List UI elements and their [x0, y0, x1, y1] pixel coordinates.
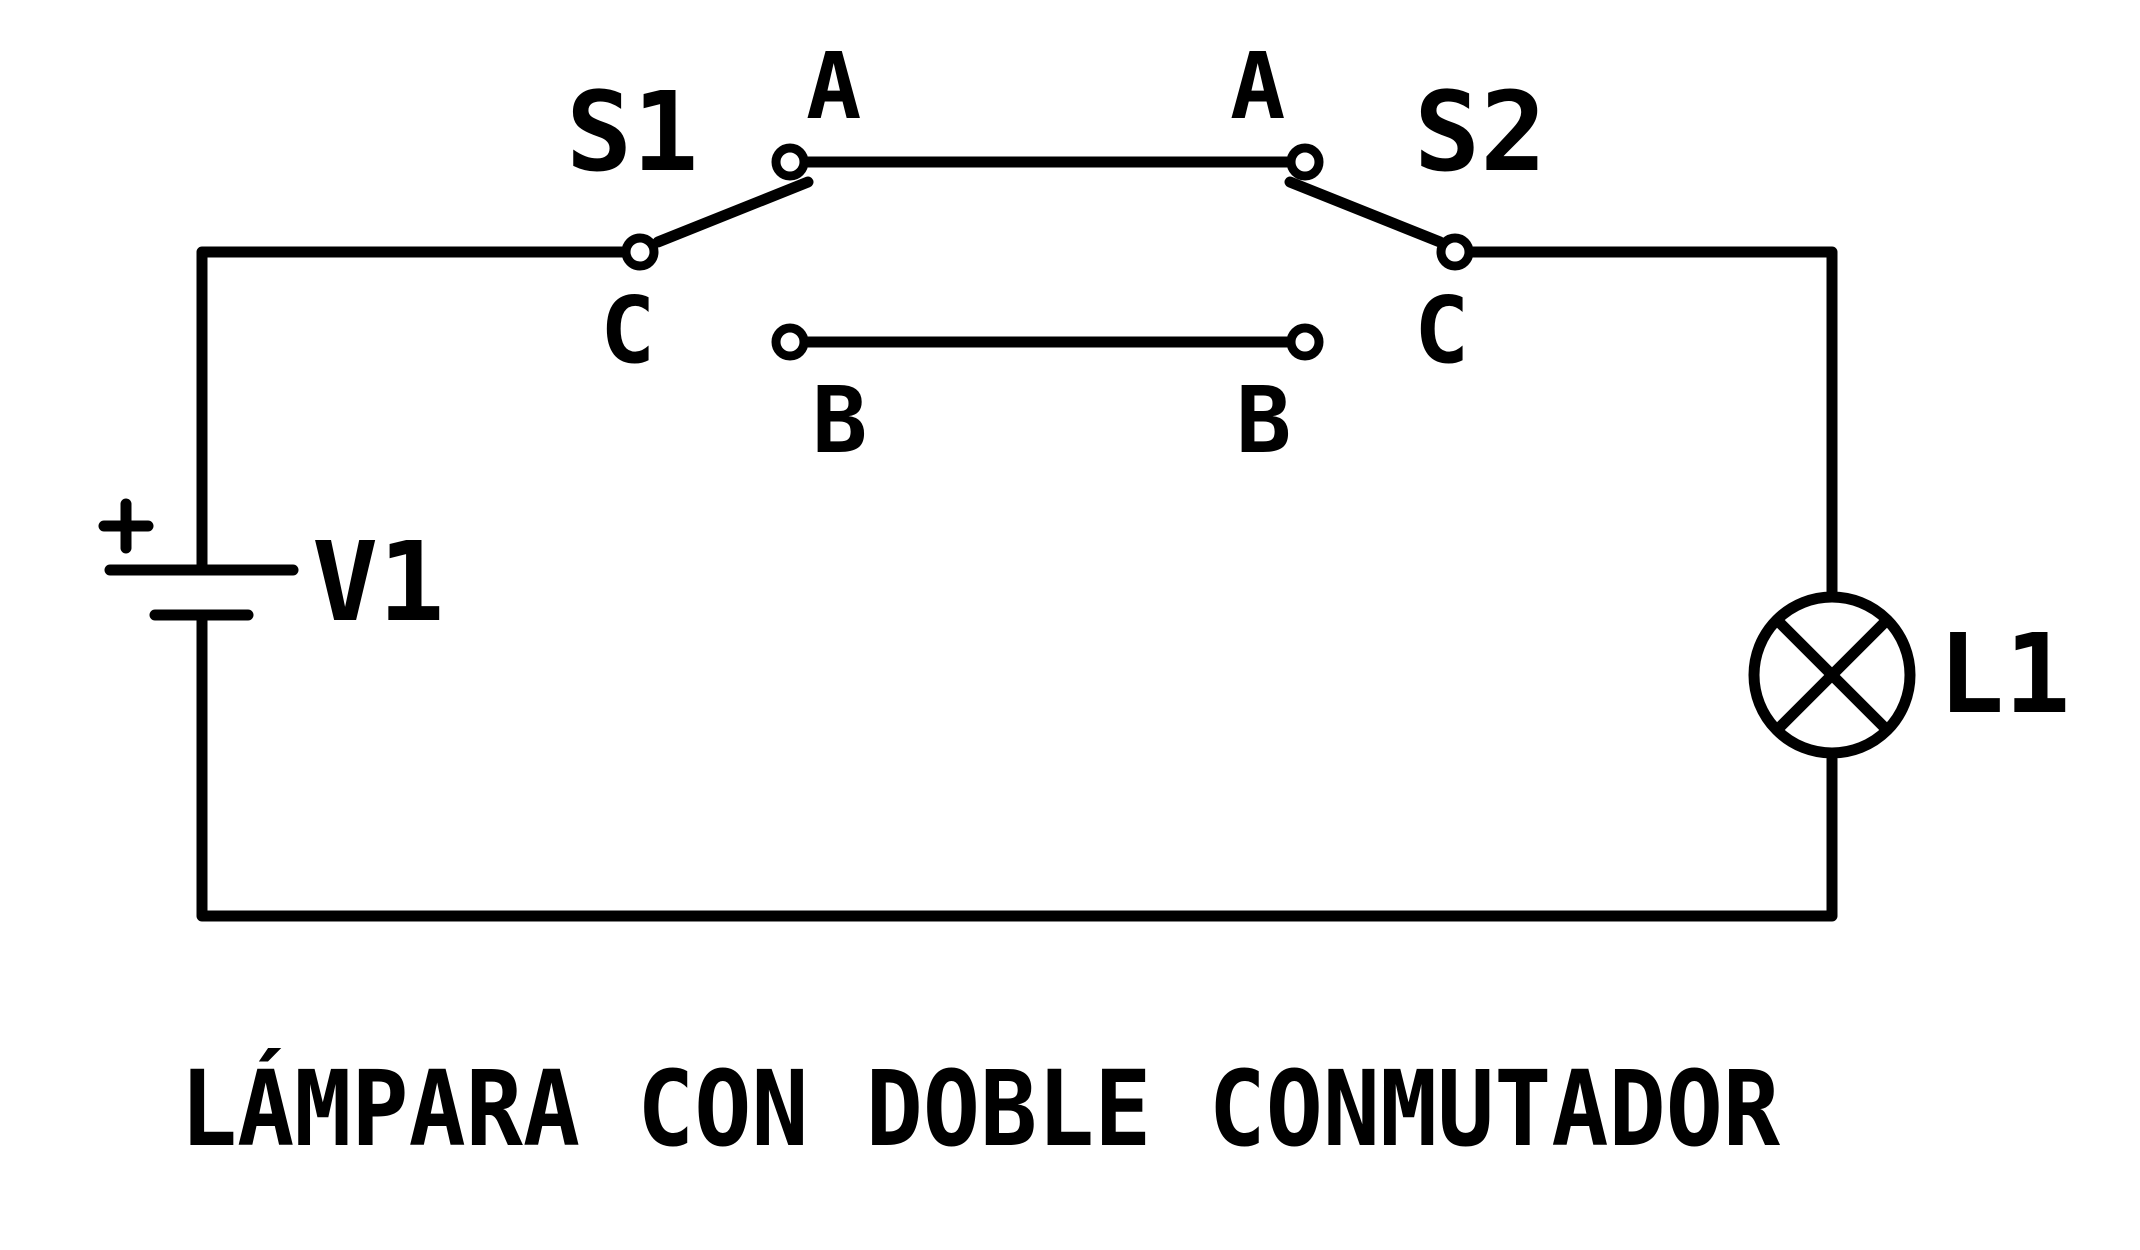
s1-blade	[652, 176, 814, 248]
lamp-body	[1748, 591, 1916, 759]
s1-ref-label: S1	[566, 68, 698, 196]
lamp-cross-line-2	[1772, 615, 1892, 735]
battery-ref-label: V1	[312, 518, 444, 646]
s2-ref-label: S2	[1414, 68, 1546, 196]
s2-pin-a-label: A	[1230, 33, 1285, 140]
wire-battery-to-s1	[196, 246, 628, 574]
s2-blade	[1284, 176, 1446, 248]
switch-s1: S1 A B C	[566, 33, 867, 474]
s1-terminal-b	[771, 323, 809, 361]
s1-pin-c-label: C	[600, 277, 655, 384]
wire-s2-to-lamp-top	[1462, 246, 1838, 599]
diagram-title: LÁMPARA CON DOBLE CONMUTADOR	[180, 1048, 1780, 1170]
lamp-l1: L1	[1748, 591, 2070, 759]
s1-terminal-c	[621, 233, 659, 271]
s1-pin-a-label: A	[806, 33, 861, 140]
circuit-wires	[196, 156, 1838, 922]
switch-s2: S2 A B C	[1230, 33, 1546, 474]
lamp-ref-label: L1	[1938, 610, 2070, 738]
s2-pin-b-label: B	[1236, 367, 1291, 474]
s1-pin-b-label: B	[812, 367, 867, 474]
battery-v1: V1	[98, 498, 444, 646]
s1-terminal-a	[771, 143, 809, 181]
s2-pin-c-label: C	[1414, 277, 1469, 384]
wire-battery-to-lamp-bottom	[196, 611, 1838, 922]
s2-terminal-a	[1286, 143, 1324, 181]
s2-terminal-b	[1286, 323, 1324, 361]
s2-terminal-c	[1436, 233, 1474, 271]
